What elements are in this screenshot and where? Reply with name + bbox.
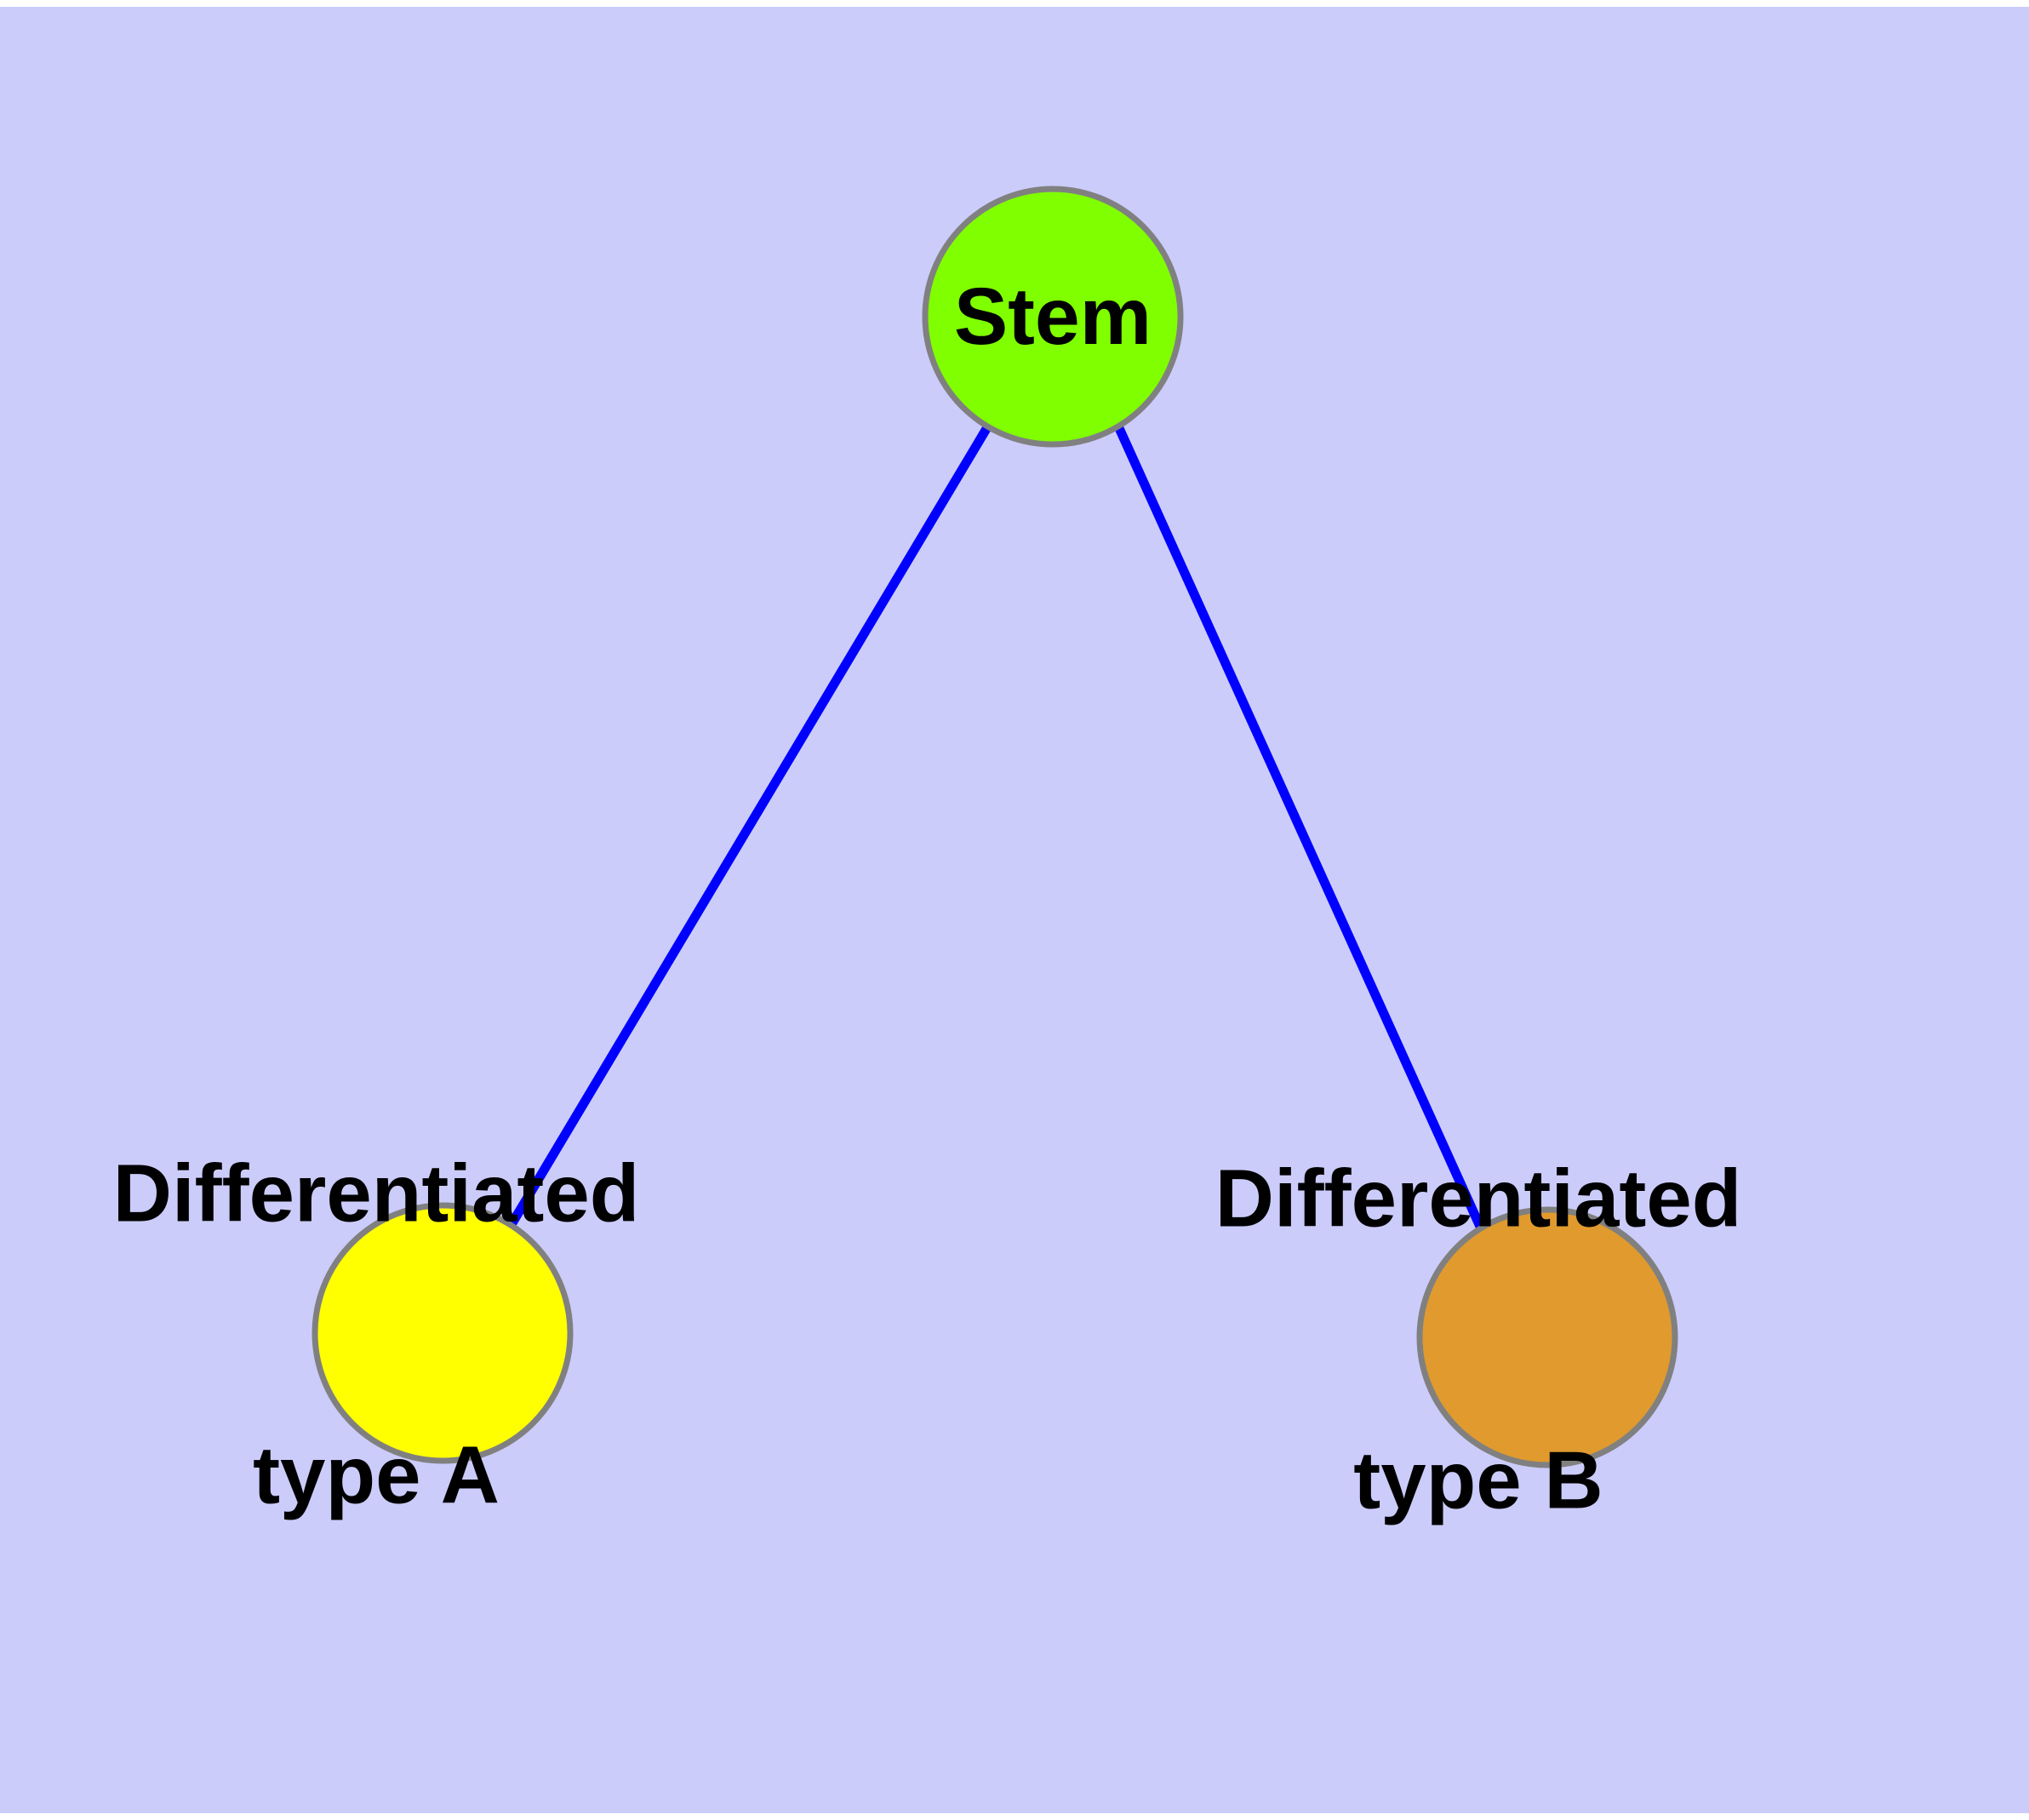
edges-group [506,425,1486,1231]
node-stem[interactable] [922,186,1184,448]
node-diff-a[interactable] [311,1202,574,1464]
edge-stem-to-a [506,425,992,1228]
edge-stem-to-b [1114,426,1486,1231]
nodes-group [311,186,1678,1468]
node-diff-b[interactable] [1416,1206,1678,1468]
